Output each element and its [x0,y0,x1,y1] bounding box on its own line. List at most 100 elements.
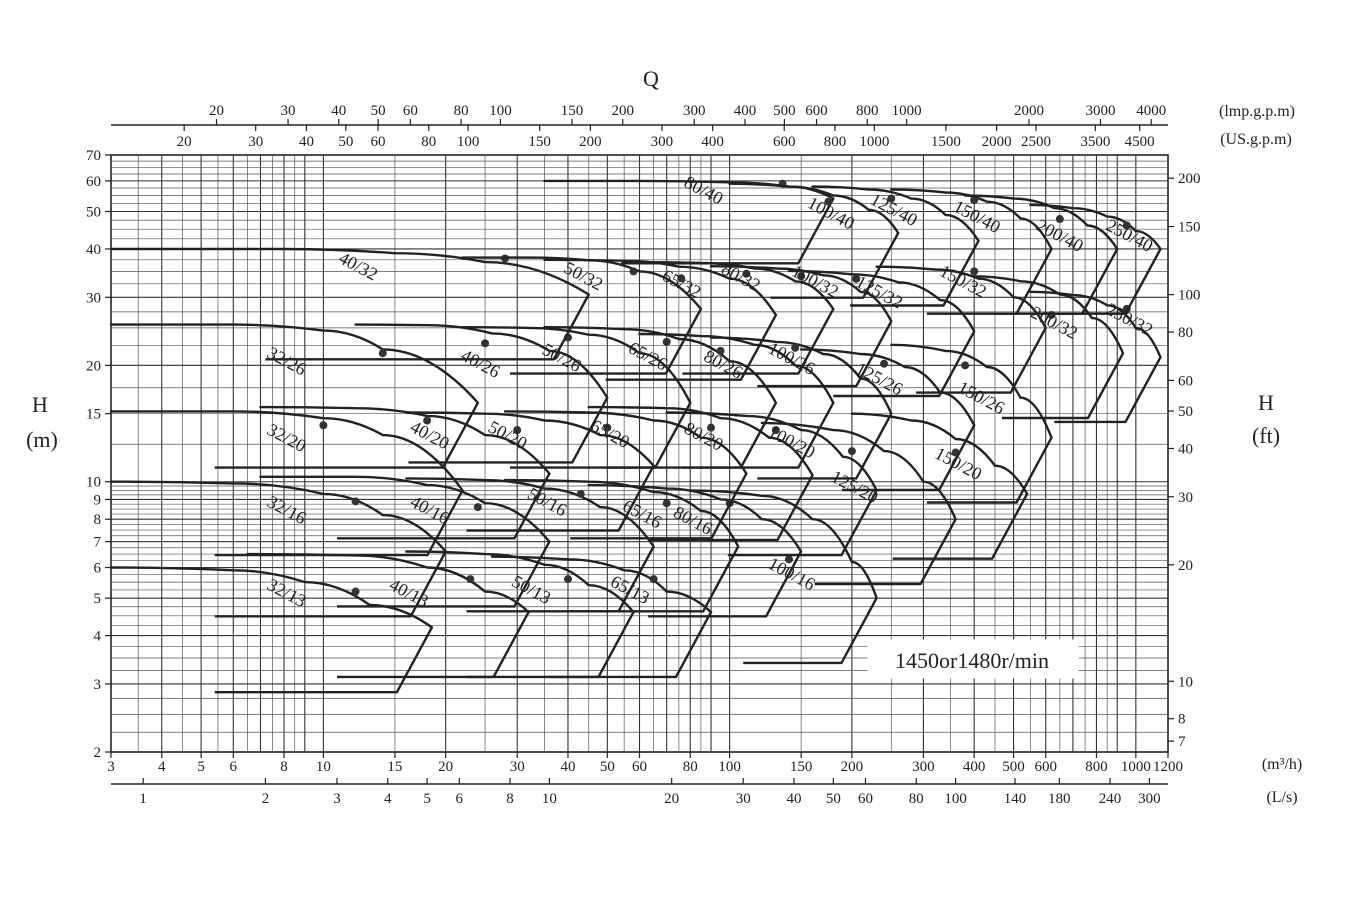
pump-curve-80-20 [587,405,814,477]
tick-label-m: 70 [86,148,101,164]
tick-label-m3h: 800 [1085,759,1108,775]
pump-envelope-150-26 [926,437,1053,504]
tick-label-imp: 80 [454,103,469,119]
tick-label-imp: 50 [371,103,386,119]
tick-label-m: 3 [94,677,102,693]
tick-label-m: 20 [86,358,101,374]
pump-envelope-40-13 [337,611,530,679]
tick-label-imp: 20 [209,103,224,119]
series-label-65-20: 65/20 [587,415,633,452]
pump-envelope-250-32 [1054,356,1162,424]
tick-label-m3h: 6 [230,759,238,775]
pump-envelope-125-40 [850,240,980,307]
tick-label-us: 800 [824,134,847,150]
bep-point-65-13 [649,575,658,584]
tick-label-ls: 60 [858,791,873,807]
chart-grid [110,154,1169,753]
pump-curve-80-26 [638,332,835,404]
pump-envelope-150-20 [892,493,1029,560]
pump-curve-150-26 [890,343,1053,439]
pump-curve-100-26 [709,336,893,415]
pump-curve-32-26 [109,323,480,404]
pump-curve-65-32 [543,258,778,317]
bep-point-40-26 [481,339,490,348]
tick-label-us: 300 [651,134,674,150]
pump-curve-50-16 [405,477,655,548]
series-label-150-26: 150/26 [955,377,1009,418]
tick-label-imp: 200 [611,103,634,119]
tick-label-m3h: 150 [790,759,813,775]
series-label-32-13: 32/13 [264,574,310,611]
bep-point-100-32 [797,272,806,281]
tick-label-ft: 80 [1178,325,1193,341]
tick-label-us: 80 [421,134,436,150]
pump-envelope-100-40 [770,232,900,299]
tick-label-us: 600 [773,134,796,150]
tick-label-imp: 150 [561,103,584,119]
tick-label-us: 20 [177,134,192,150]
tick-label-ls: 2 [262,791,270,807]
pump-curve-100-32 [709,265,893,323]
tick-label-ft: 20 [1178,558,1193,574]
tick-label-us: 4500 [1125,134,1155,150]
tick-label-m: 6 [94,561,102,577]
tick-label-us: 100 [457,134,480,150]
tick-label-ft: 30 [1178,490,1193,506]
series-label-80-20: 80/20 [681,418,727,455]
tick-label-ls: 6 [456,791,464,807]
left-title-unit: (m) [26,427,58,452]
bep-point-250-40 [1122,221,1131,230]
series-label-80-16: 80/16 [670,502,716,539]
pump-envelope-80-16 [648,550,803,618]
bep-point-125-20 [847,447,856,456]
series-label-32-20: 32/20 [264,419,310,456]
pump-curve-40-26 [354,323,609,399]
pump-curve-150-40 [890,188,1053,251]
series-label-65-32: 65/32 [659,265,705,302]
tick-label-us: 60 [370,134,385,150]
speed-label-box [867,639,1079,679]
bottom-unit-ls: (L/s) [1266,789,1297,806]
tick-label-imp: 300 [683,103,706,119]
pump-curve-125-26 [799,348,976,427]
bep-point-80-32 [742,269,751,278]
pump-envelope-50-20 [466,465,655,532]
bep-point-32-26 [378,349,387,358]
pump-envelope-32-13 [214,626,433,694]
pump-envelope-32-20 [214,489,464,557]
tick-label-m3h: 20 [438,759,453,775]
tick-label-ft: 100 [1178,288,1201,304]
tick-label-m3h: 60 [632,759,647,775]
tick-label-ls: 30 [736,791,751,807]
tick-label-m3h: 80 [683,759,698,775]
bep-point-50-32 [629,267,638,276]
tick-label-imp: 1000 [892,103,922,119]
bep-point-65-32 [677,274,686,283]
bep-point-100-40 [824,197,833,206]
right-title-h: H [1258,390,1274,415]
pump-curves [109,179,1162,694]
pump-envelope-100-26 [757,413,893,480]
tick-label-ls: 4 [384,791,392,807]
top-title: Q [643,66,659,91]
bep-point-65-16 [662,499,671,508]
tick-label-us: 2000 [982,134,1012,150]
pump-envelope-150-32 [916,327,1047,394]
bep-point-65-26 [662,337,671,346]
pump-curve-125-40 [811,185,980,242]
tick-label-us: 30 [248,134,263,150]
bep-point-125-26 [880,359,889,368]
bep-point-80-26 [716,346,725,355]
bep-point-150-32 [970,267,979,276]
series-label-40-32: 40/32 [336,248,382,285]
bep-point-32-13 [351,587,360,596]
pump-curve-65-26 [543,326,778,404]
tick-label-ft: 200 [1178,171,1201,187]
bep-point-150-40 [970,196,979,205]
bep-point-65-20 [603,423,612,432]
tick-label-imp: 40 [331,103,346,119]
pump-envelope-250-40 [1054,248,1162,315]
bottom-unit-m3h: (m³/h) [1262,756,1302,773]
pump-envelope-100-20 [727,489,878,557]
tick-label-ls: 180 [1048,791,1071,807]
